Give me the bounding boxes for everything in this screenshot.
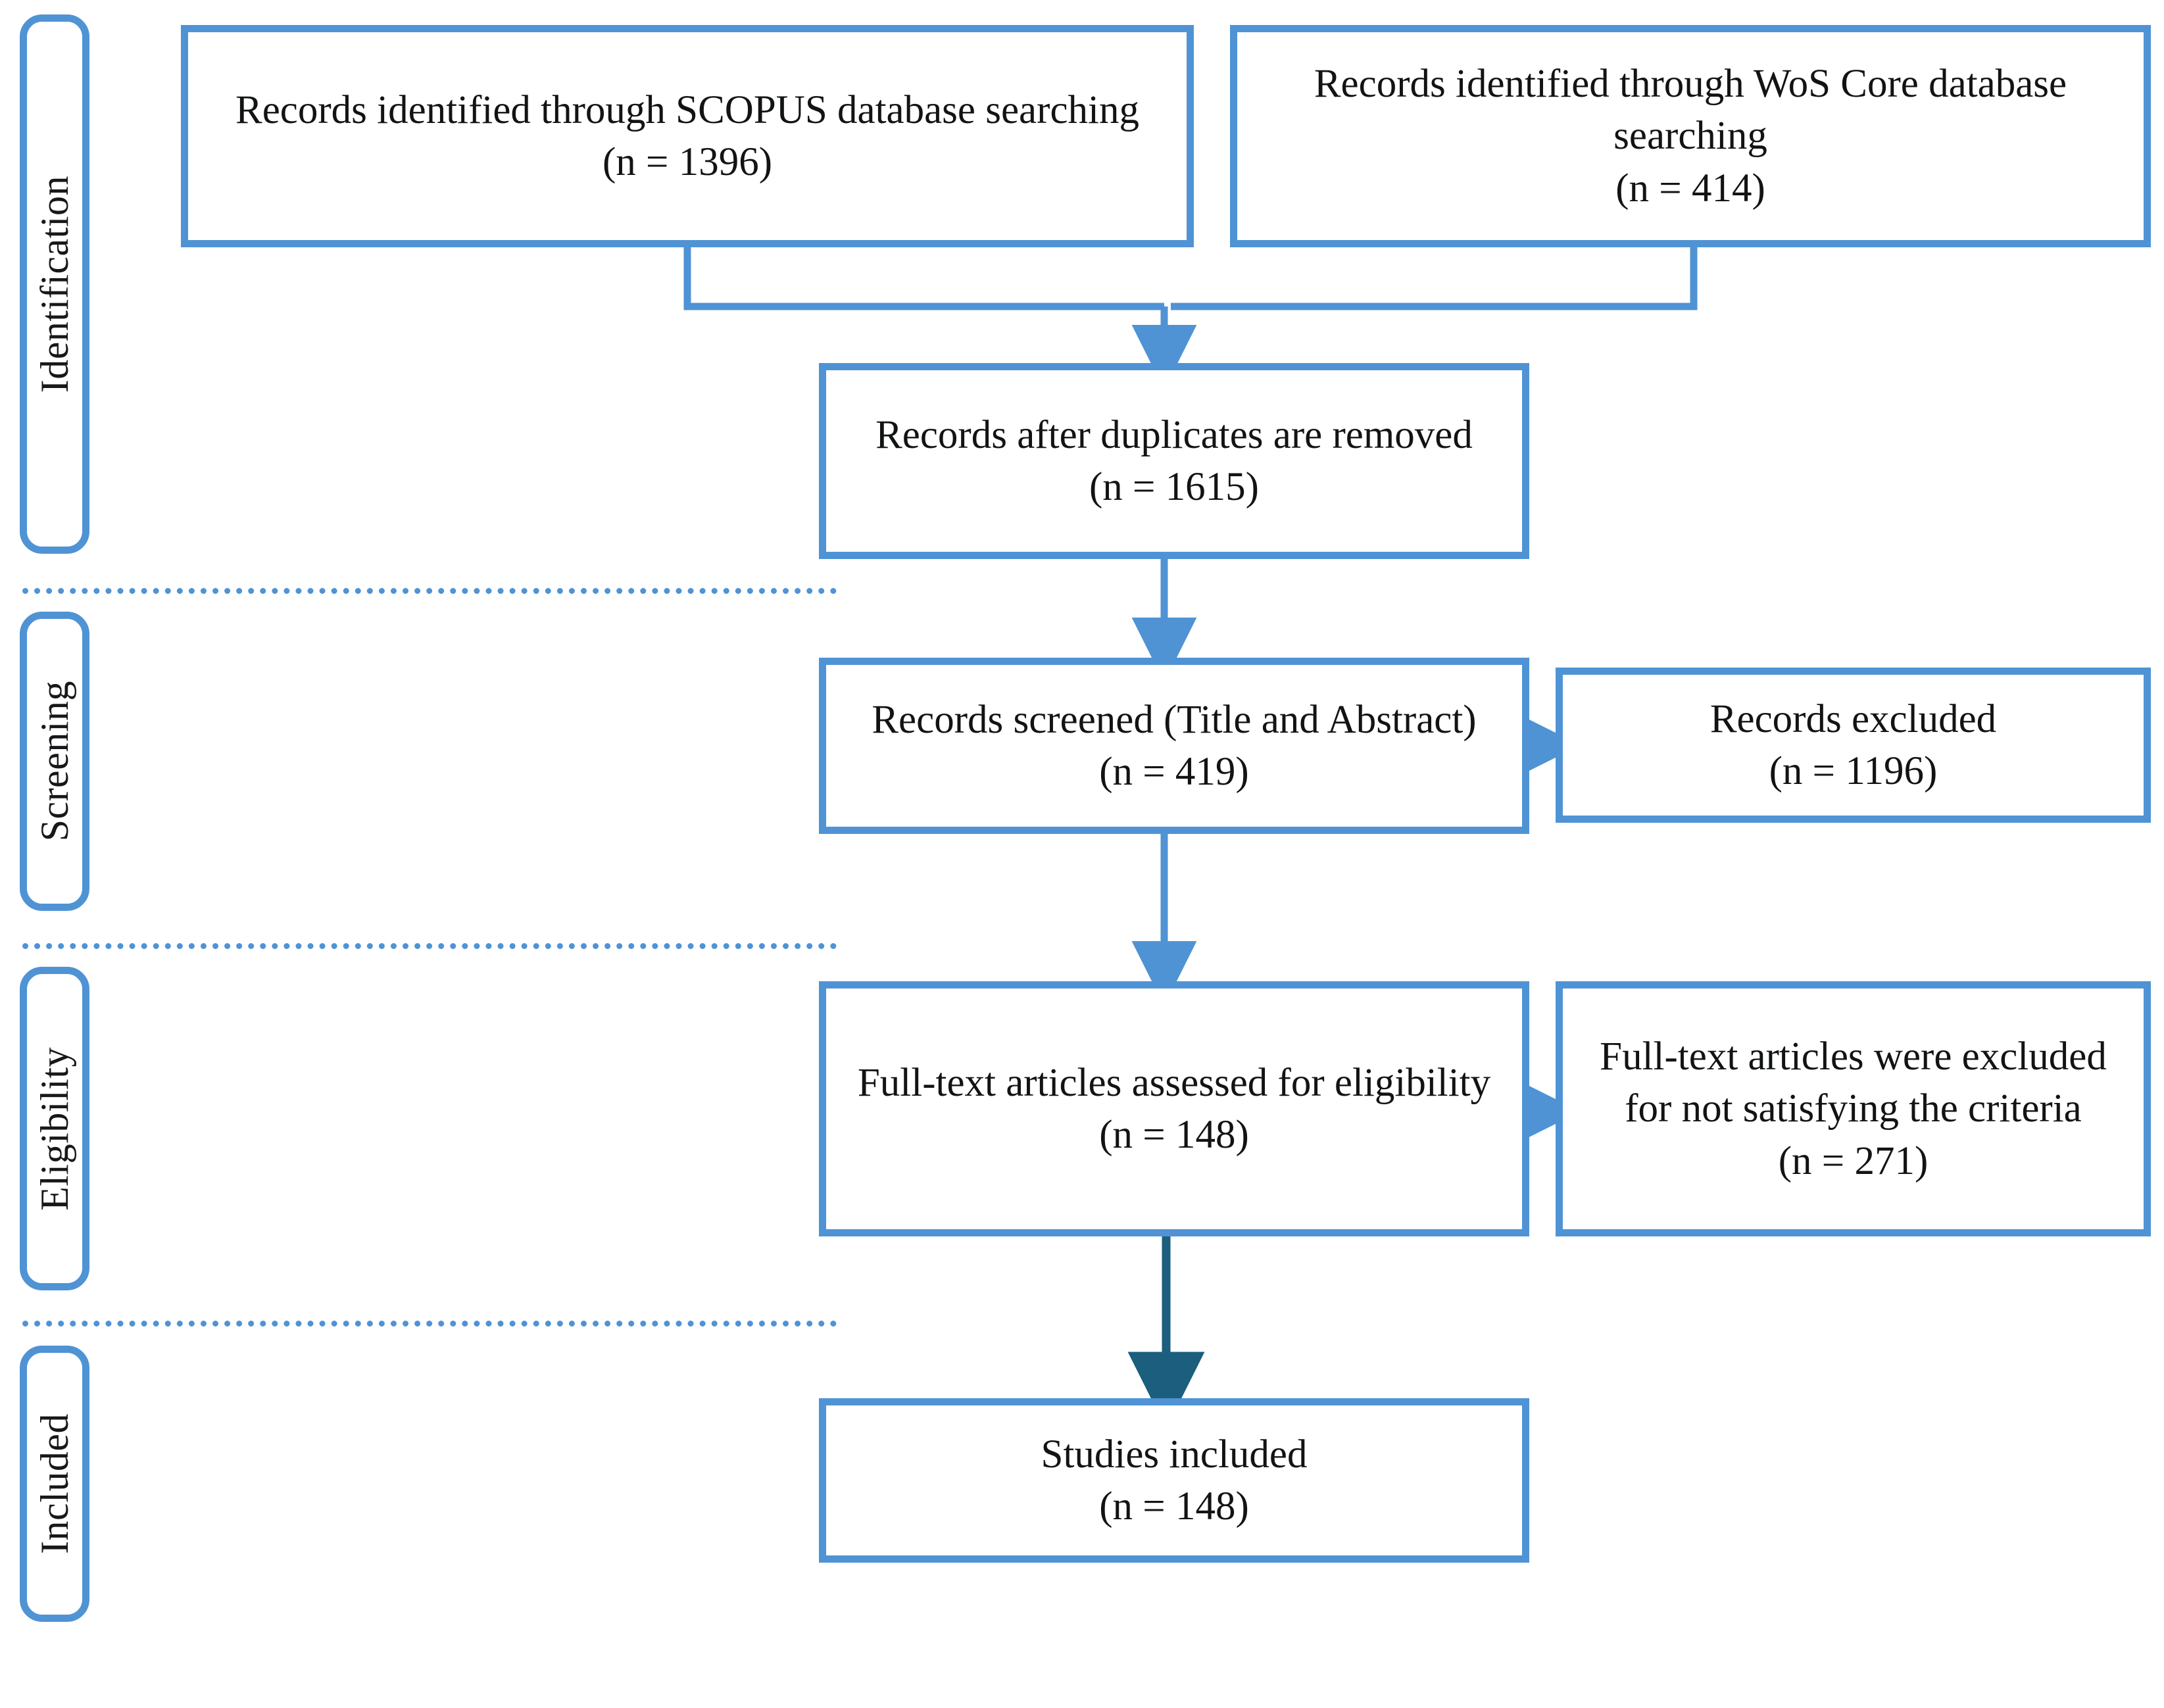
stage-label-eligibility: Eligibility — [33, 1046, 76, 1211]
stage-divider-identification-screening — [22, 588, 837, 594]
box-scopus-records-text: Records identified through SCOPUS databa… — [235, 87, 1139, 184]
box-records-screened: Records screened (Title and Abstract) (n… — [819, 658, 1529, 834]
box-fulltext-assessed-text: Full-text articles assessed for eligibil… — [857, 1060, 1491, 1157]
box-records-excluded: Records excluded (n = 1196) — [1556, 668, 2151, 823]
box-studies-included-text: Studies included (n = 148) — [1041, 1432, 1308, 1528]
box-wos-records-text: Records identified through WoS Core data… — [1314, 62, 2067, 210]
box-fulltext-excluded-text: Full-text articles were excluded for not… — [1600, 1035, 2107, 1183]
stage-label-included: Included — [33, 1413, 76, 1554]
stage-divider-eligibility-included — [22, 1321, 837, 1327]
connector-wos-to-merge — [1171, 247, 1698, 310]
box-wos-records: Records identified through WoS Core data… — [1230, 25, 2151, 247]
stage-divider-screening-eligibility — [22, 943, 837, 949]
box-scopus-records: Records identified through SCOPUS databa… — [181, 25, 1194, 247]
stage-pill-screening: Screening — [20, 612, 89, 911]
box-duplicates-removed-text: Records after duplicates are removed (n … — [875, 412, 1473, 509]
stage-pill-identification: Identification — [20, 14, 89, 554]
box-fulltext-assessed: Full-text articles assessed for eligibil… — [819, 981, 1529, 1236]
box-records-excluded-text: Records excluded (n = 1196) — [1709, 696, 1997, 793]
stage-label-screening: Screening — [33, 681, 76, 842]
stage-pill-included: Included — [20, 1346, 89, 1622]
box-fulltext-excluded: Full-text articles were excluded for not… — [1556, 981, 2151, 1236]
box-duplicates-removed: Records after duplicates are removed (n … — [819, 363, 1529, 559]
stage-pill-eligibility: Eligibility — [20, 967, 89, 1290]
box-studies-included: Studies included (n = 148) — [819, 1398, 1529, 1563]
box-records-screened-text: Records screened (Title and Abstract) (n… — [872, 697, 1477, 794]
connector-scopus-to-merge — [683, 247, 1164, 310]
stage-label-identification: Identification — [33, 175, 76, 393]
